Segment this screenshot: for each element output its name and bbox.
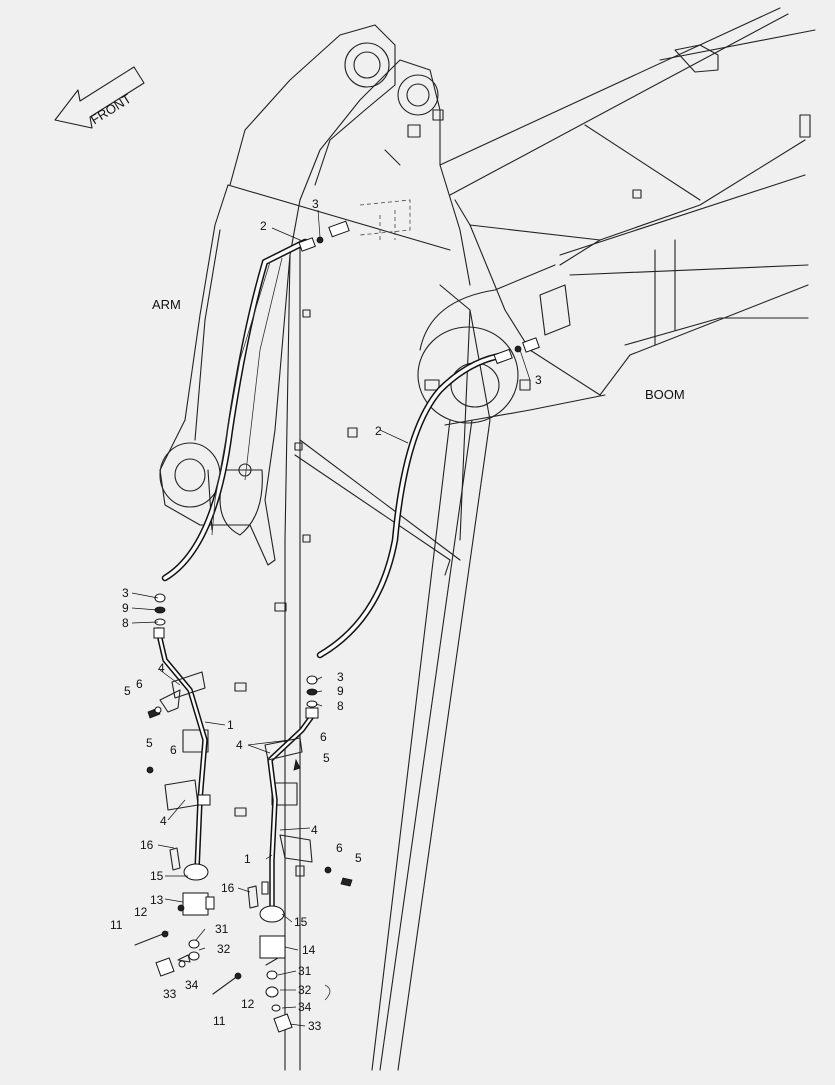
callout-33-left: 33 <box>163 987 177 1001</box>
callout-2-boom: 2 <box>375 424 382 438</box>
callout-12-right: 12 <box>241 997 255 1011</box>
front-direction-arrow: FRONT <box>54 66 145 129</box>
callout-4-left-lower: 4 <box>160 814 167 828</box>
boom-label: BOOM <box>645 387 685 402</box>
callout-33-right: 33 <box>308 1019 322 1033</box>
callout-4-right-upper: 4 <box>236 738 243 752</box>
callout-9-right: 9 <box>337 684 344 698</box>
callout-34-left: 34 <box>185 978 199 992</box>
callout-34-right: 34 <box>298 1000 312 1014</box>
callout-9-left: 9 <box>122 601 129 615</box>
callout-6-left-lower: 6 <box>170 743 177 757</box>
callout-13: 13 <box>150 893 164 907</box>
callout-4-left-upper: 4 <box>158 661 165 675</box>
callout-32-right: 32 <box>298 983 312 997</box>
callout-5-left-lower: 5 <box>146 736 153 750</box>
callout-5-right-upper: 5 <box>323 751 330 765</box>
callout-8-left: 8 <box>122 616 129 630</box>
callout-numbers: 2 3 2 3 3 9 8 4 5 6 1 5 6 4 16 15 13 12 … <box>110 197 542 1033</box>
callout-16-left: 16 <box>140 838 154 852</box>
callout-1-left: 1 <box>227 718 234 732</box>
arm-label: ARM <box>152 297 181 312</box>
callout-5-left-upper: 5 <box>124 684 131 698</box>
callout-6-left-upper: 6 <box>136 677 143 691</box>
callout-5-right-lower: 5 <box>355 851 362 865</box>
callout-16-right: 16 <box>221 881 235 895</box>
callout-11-left: 11 <box>110 918 123 932</box>
callout-3-boom-top: 3 <box>535 373 542 387</box>
hose-2-boom <box>316 351 509 659</box>
bottom-hardware <box>134 847 331 1033</box>
callout-3-right: 3 <box>337 670 344 684</box>
callout-32-left: 32 <box>217 942 231 956</box>
callout-8-right: 8 <box>337 699 344 713</box>
fitting-top-boom <box>493 337 540 365</box>
callout-6-right-upper: 6 <box>320 730 327 744</box>
arm-structure <box>159 24 491 1071</box>
fitting-top-arm <box>298 220 350 252</box>
callout-31-right: 31 <box>298 964 312 978</box>
callout-14: 14 <box>302 943 316 957</box>
callout-11-right: 11 <box>213 1014 226 1028</box>
callout-2-arm: 2 <box>260 219 267 233</box>
callout-4-right-lower: 4 <box>311 823 318 837</box>
boom-structure <box>417 7 816 426</box>
callout-15-left: 15 <box>150 869 164 883</box>
pipe-1-right <box>259 675 353 959</box>
callout-12-left: 12 <box>134 905 148 919</box>
pipe-1-left <box>146 593 215 916</box>
hose-2-arm <box>161 238 309 582</box>
leader-lines <box>131 209 531 1027</box>
callout-31-left: 31 <box>215 922 229 936</box>
callout-1-right: 1 <box>244 852 251 866</box>
front-label: FRONT <box>88 91 134 127</box>
callout-15-right: 15 <box>294 915 308 929</box>
callout-3-left: 3 <box>122 586 129 600</box>
callout-6-right-lower: 6 <box>336 841 343 855</box>
callout-3-arm-top: 3 <box>312 197 319 211</box>
